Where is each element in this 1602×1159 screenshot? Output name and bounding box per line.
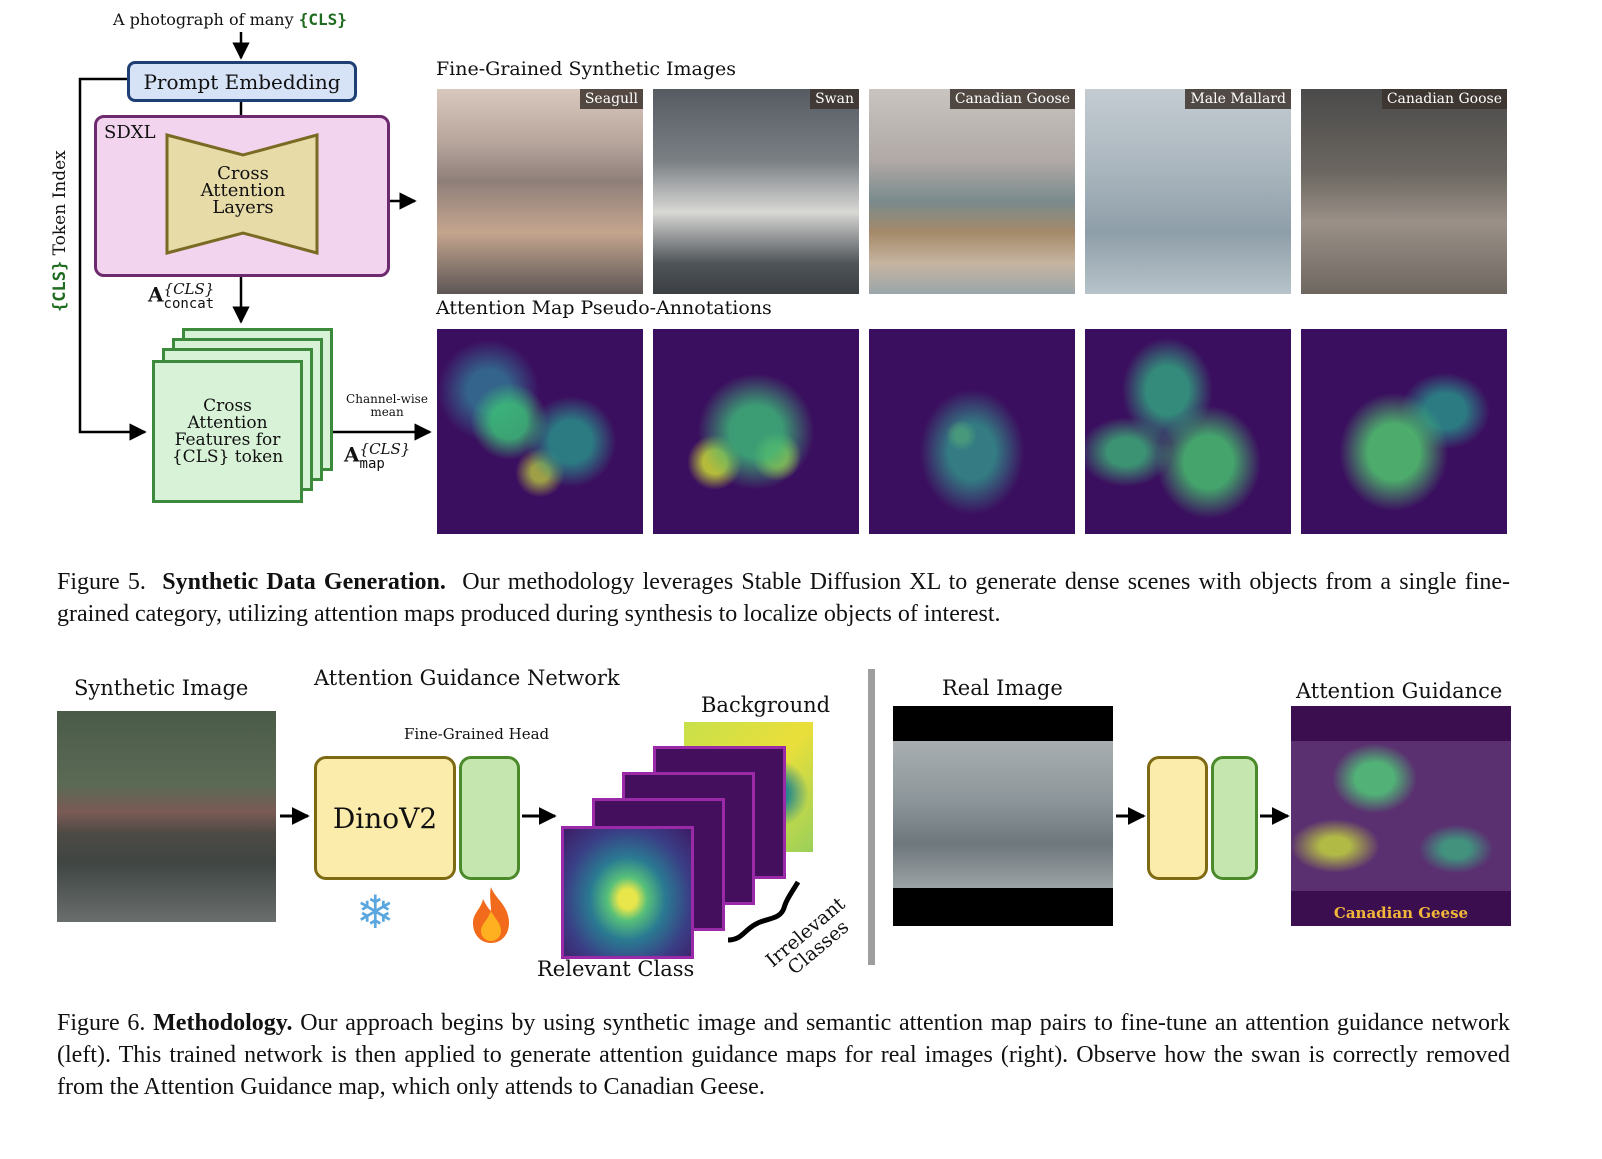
attention-map-swan [653, 329, 859, 534]
attention-map-male-mallard [1085, 329, 1291, 534]
attention-maps-title: Attention Map Pseudo-Annotations [436, 297, 772, 319]
dinov2-label: DinoV2 [332, 801, 438, 835]
relevant-class-map [561, 826, 694, 959]
features-line3: Features for [174, 429, 281, 450]
caption-title: Synthetic Data Generation. [162, 569, 446, 595]
canadian-geese-label: Canadian Geese [1333, 904, 1469, 922]
attention-guidance-overlay [1291, 741, 1511, 891]
cross-attention-hourglass [165, 133, 319, 255]
prompt-text: A photograph of many {CLS} [113, 10, 347, 29]
attention-map-canadian-goose-2 [1301, 329, 1507, 534]
synthetic-images-title: Fine-Grained Synthetic Images [436, 58, 737, 80]
synthetic-image-canadian-goose: Canadian Goose [869, 89, 1075, 294]
image-label: Canadian Goose [1381, 89, 1507, 109]
attention-guidance-map: Canadian Geese [1291, 706, 1511, 926]
a-concat-label: A {CLS} concat [148, 282, 214, 312]
caption-prefix: Figure 6. [57, 1010, 146, 1036]
attention-guidance-title: Attention Guidance [1296, 679, 1503, 703]
caption-prefix: Figure 5. [57, 569, 146, 595]
attention-map-canadian-goose [869, 329, 1075, 534]
real-image-photo [893, 741, 1113, 888]
relevant-class-label: Relevant Class [537, 957, 695, 981]
image-label: Swan [810, 89, 859, 109]
caption-text: Our approach begins by using synthetic i… [57, 1010, 1511, 1100]
channel-wise-line2: mean [370, 405, 404, 419]
cross-attention-line3: Layers [212, 197, 274, 218]
a-map-base: A [344, 442, 360, 467]
prompt-embedding-box: Prompt Embedding [127, 61, 357, 102]
cross-attention-line1: Cross [217, 163, 269, 184]
channel-wise-line1: Channel-wise [346, 392, 428, 406]
real-image [893, 706, 1113, 926]
synthetic-image-seagull: Seagull [437, 89, 643, 294]
synthetic-image-title: Synthetic Image [74, 676, 249, 700]
real-image-title: Real Image [942, 676, 1063, 700]
background-label: Background [701, 693, 831, 717]
prompt-prefix: A photograph of many [113, 10, 294, 29]
token-index-text: Token Index [50, 150, 70, 256]
image-label: Canadian Goose [949, 89, 1075, 109]
attention-map-seagull [437, 329, 643, 534]
snowflake-icon: ❄ [356, 885, 395, 939]
token-index-cls: {CLS} [50, 260, 70, 312]
caption-text: Our methodology leverages Stable Diffusi… [57, 569, 1511, 627]
figure-6-caption: Figure 6. Methodology. Our approach begi… [57, 1007, 1510, 1103]
fine-grained-head-box [459, 756, 520, 880]
cross-attention-features-box: Cross Attention Features for {CLS} token [152, 360, 303, 503]
image-label: Seagull [579, 89, 643, 109]
a-map-sub: map [359, 456, 385, 472]
a-concat-sup: {CLS} [163, 280, 215, 298]
network-box-head [1211, 756, 1258, 880]
arrow-token-index [78, 77, 147, 441]
a-map-label: A {CLS} map [344, 442, 410, 472]
image-label: Male Mallard [1185, 89, 1291, 109]
features-line2: Attention [187, 412, 268, 433]
channel-wise-mean-label: Channel-wise mean [336, 393, 438, 419]
prompt-embedding-label: Prompt Embedding [143, 69, 341, 94]
fire-icon [473, 887, 509, 943]
attention-guidance-network-title: Attention Guidance Network [314, 666, 620, 690]
synthetic-image-male-mallard: Male Mallard [1085, 89, 1291, 294]
a-concat-base: A [148, 282, 164, 307]
irrelevant-brace [727, 880, 801, 943]
features-line1: Cross [203, 395, 252, 416]
sdxl-label: SDXL [104, 122, 156, 143]
synthetic-image-canadian-goose-2: Canadian Goose [1301, 89, 1507, 294]
dinov2-box: DinoV2 [314, 756, 456, 880]
panel-divider [868, 669, 875, 965]
synthetic-image-swan: Swan [653, 89, 859, 294]
a-map-sup: {CLS} [359, 440, 411, 458]
network-box-frozen [1147, 756, 1208, 880]
fine-grained-head-label: Fine-Grained Head [404, 725, 550, 743]
cross-attention-label: Cross Attention Layers [183, 163, 303, 218]
prompt-cls-token: {CLS} [298, 10, 347, 29]
synthetic-image-geese [57, 711, 276, 922]
token-index-label: {CLS} Token Index [50, 150, 70, 312]
cross-attention-line2: Attention [200, 180, 286, 201]
fig6-connectors [280, 807, 1290, 825]
features-line4: {CLS} token [171, 446, 284, 467]
a-concat-sub: concat [163, 296, 215, 312]
caption-title: Methodology. [153, 1010, 293, 1036]
figure-5-caption: Figure 5. Synthetic Data Generation. Our… [57, 566, 1510, 630]
